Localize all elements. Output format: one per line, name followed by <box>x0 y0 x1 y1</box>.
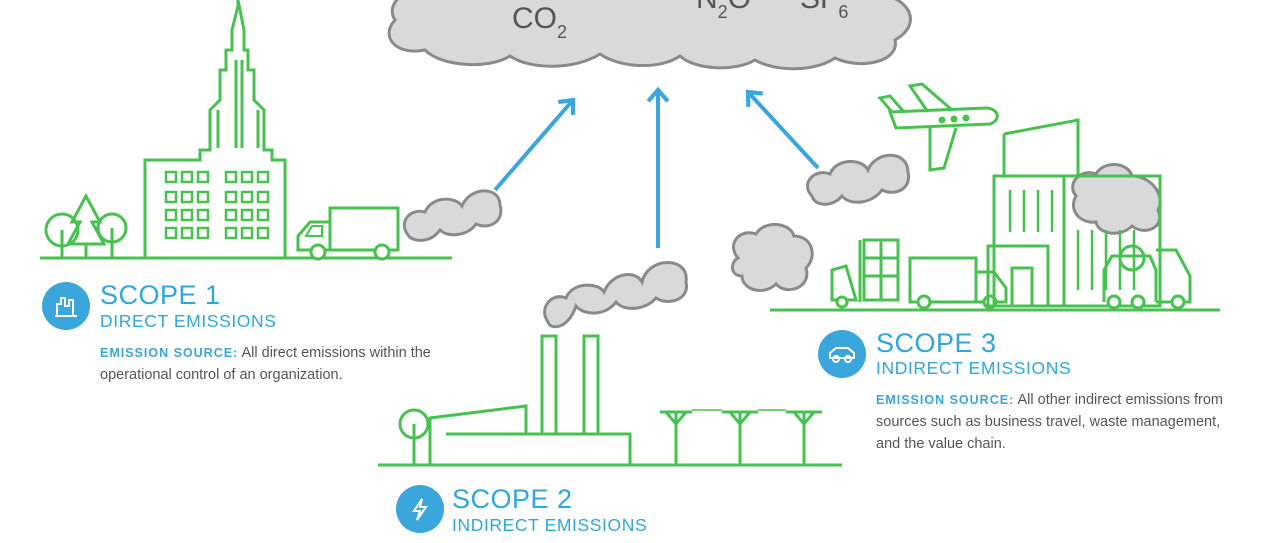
scope3-subtitle: INDIRECT EMISSIONS <box>876 358 1072 378</box>
airplane-icon <box>877 82 999 172</box>
scope2-scene <box>378 334 842 467</box>
arrow-scope1 <box>493 97 576 192</box>
scope1-source-text: All direct emissions within the operatio… <box>100 345 431 383</box>
greenhouse-gas-cloud: CO2 N2O SF6 <box>387 0 912 71</box>
scope2-subtitle: INDIRECT EMISSIONS <box>452 515 648 535</box>
smoke-puff-plane <box>806 153 911 206</box>
scope1-source-label: EMISSION SOURCE: <box>100 346 239 360</box>
arrow-scope3 <box>745 89 820 170</box>
scope2-lightning-icon <box>396 485 444 533</box>
scope2-title: SCOPE 2 <box>452 484 573 514</box>
smoke-puff-truck <box>402 189 503 242</box>
scope1-description: EMISSION SOURCE: All direct emissions wi… <box>100 342 480 386</box>
smoke-puffs <box>402 153 1162 329</box>
scope1-subtitle: DIRECT EMISSIONS <box>100 311 277 331</box>
forklift-icon <box>830 238 900 309</box>
scope3-description: EMISSION SOURCE: All other indirect emis… <box>876 389 1236 455</box>
scope3-car-icon <box>818 330 866 378</box>
pine-tree-icon <box>65 192 107 246</box>
emission-arrows <box>493 86 820 248</box>
scope3-source-label: EMISSION SOURCE: <box>876 393 1015 407</box>
scope3-scene <box>770 118 1220 312</box>
freight-truck-icon <box>908 256 1008 310</box>
smoke-puff-building <box>1071 163 1162 235</box>
power-lines-icon <box>660 409 822 465</box>
gas-sf6: SF6 <box>800 0 848 22</box>
delivery-truck-icon <box>296 206 400 261</box>
scope1-title: SCOPE 1 <box>100 280 221 310</box>
skyscraper-icon <box>143 0 287 260</box>
smoke-puff-factory <box>543 261 688 329</box>
gas-co2: CO2 <box>512 2 567 42</box>
garbage-truck-icon <box>1102 244 1192 310</box>
smoke-puff-left-scope3 <box>731 223 814 292</box>
scope1-scene <box>40 0 452 261</box>
factory-icon <box>428 334 632 465</box>
scope3-title: SCOPE 3 <box>876 328 997 358</box>
gas-n2o: N2O <box>696 0 751 22</box>
scope3-source-text: All other indirect emissions from source… <box>876 392 1223 452</box>
scope1-building-icon <box>42 282 90 330</box>
building-windows <box>164 170 270 240</box>
